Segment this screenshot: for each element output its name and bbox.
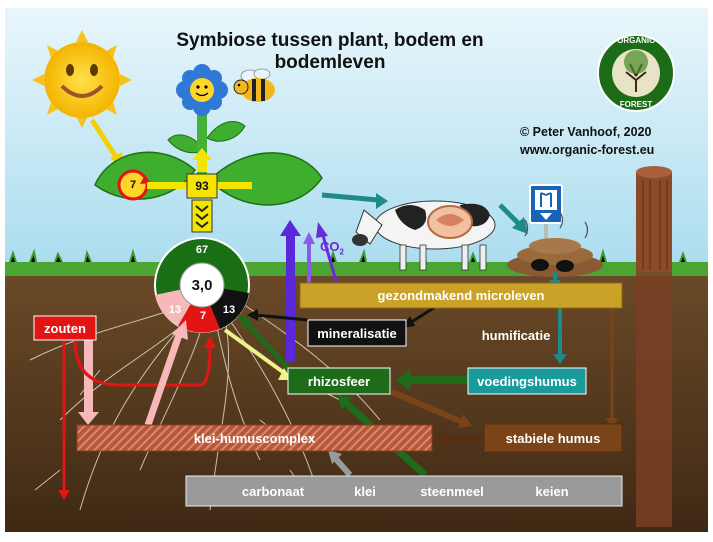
salts-to-clay-arrow <box>78 412 99 425</box>
diagram-title: Symbiose tussen plant, bodem en bodemlev… <box>176 30 484 73</box>
circle-center-value: 3,0 <box>191 276 213 294</box>
mineral-clay: klei <box>354 483 376 499</box>
sky <box>5 8 708 272</box>
upper-leaf-right <box>206 121 246 142</box>
mineral-rock-dust: steenmeel <box>420 483 484 499</box>
microlife-box-bg <box>299 282 623 309</box>
rhizo-to-circle-arrow <box>238 314 252 330</box>
co2-arrow-main <box>286 232 295 362</box>
mineral-to-circle-arrow <box>247 309 258 321</box>
arrow-cow-to-dung <box>512 217 528 234</box>
toilet-sign-icon <box>529 184 563 244</box>
plant-stem <box>197 100 207 175</box>
stable-humus-box: stabiele humus <box>505 430 601 446</box>
humification-label: humificatie <box>481 327 551 343</box>
up-arrow-to-flower <box>192 148 212 160</box>
bee-icon <box>233 68 275 102</box>
rhizo-to-stable-arrow <box>458 414 472 428</box>
minerals-to-rhizo-arrow <box>337 394 352 410</box>
co2-label: CO2 <box>320 239 344 257</box>
salts-leach-arrow <box>58 490 70 500</box>
nutrient-to-rhizo-arrow <box>396 369 410 391</box>
root-value: 67 <box>195 244 209 256</box>
logo-top-text: ORGANIC <box>617 36 655 45</box>
soil-nutrient-circle <box>154 237 250 333</box>
nutrient-humus-box: voedingshumus <box>477 373 577 389</box>
mineral-carbonate: carbonaat <box>241 483 305 499</box>
down-chevrons <box>195 205 209 229</box>
credit-copyright: © Peter Vanhoof, 2020 <box>520 125 652 139</box>
flower-icon <box>176 64 228 116</box>
rhizosphere-box: rhizosfeer <box>307 373 371 389</box>
mineral-boulders: keien <box>535 483 569 499</box>
upper-leaf-left <box>167 134 206 154</box>
circle-red-value: 7 <box>199 310 207 322</box>
circle-black-value: 13 <box>222 304 236 316</box>
dung-pile-icon <box>507 211 603 277</box>
clay-humus-box-bg <box>76 424 433 452</box>
stem-box <box>186 173 218 199</box>
sun-icon <box>32 30 132 128</box>
organic-forest-logo <box>597 34 675 112</box>
salts-box: zouten <box>44 320 86 336</box>
logo-bottom-text: FOREST <box>619 100 653 109</box>
circle-pink-value: 13 <box>168 304 182 316</box>
microlife-box: gezondmakend microleven <box>377 288 545 303</box>
arrow-leaf-to-cow <box>376 193 388 209</box>
right-leaf <box>214 152 323 206</box>
co2-text: CO <box>320 239 340 254</box>
credit-website[interactable]: www.organic-forest.eu <box>520 143 655 157</box>
clay-to-circle-arrow <box>172 320 188 340</box>
clay-humus-box: klei-humuscomplex <box>193 430 316 446</box>
salts-to-plant-arrow <box>204 336 216 348</box>
leaf-value: 7 <box>129 179 137 191</box>
mineralization-box: mineralisatie <box>317 325 397 341</box>
humification-arrow <box>553 354 567 364</box>
wooden-post <box>636 166 672 527</box>
minerals-box-bg <box>185 475 623 507</box>
co2-subscript: 2 <box>339 247 344 257</box>
cow-icon <box>352 200 496 271</box>
stem-value: 93 <box>195 179 209 193</box>
